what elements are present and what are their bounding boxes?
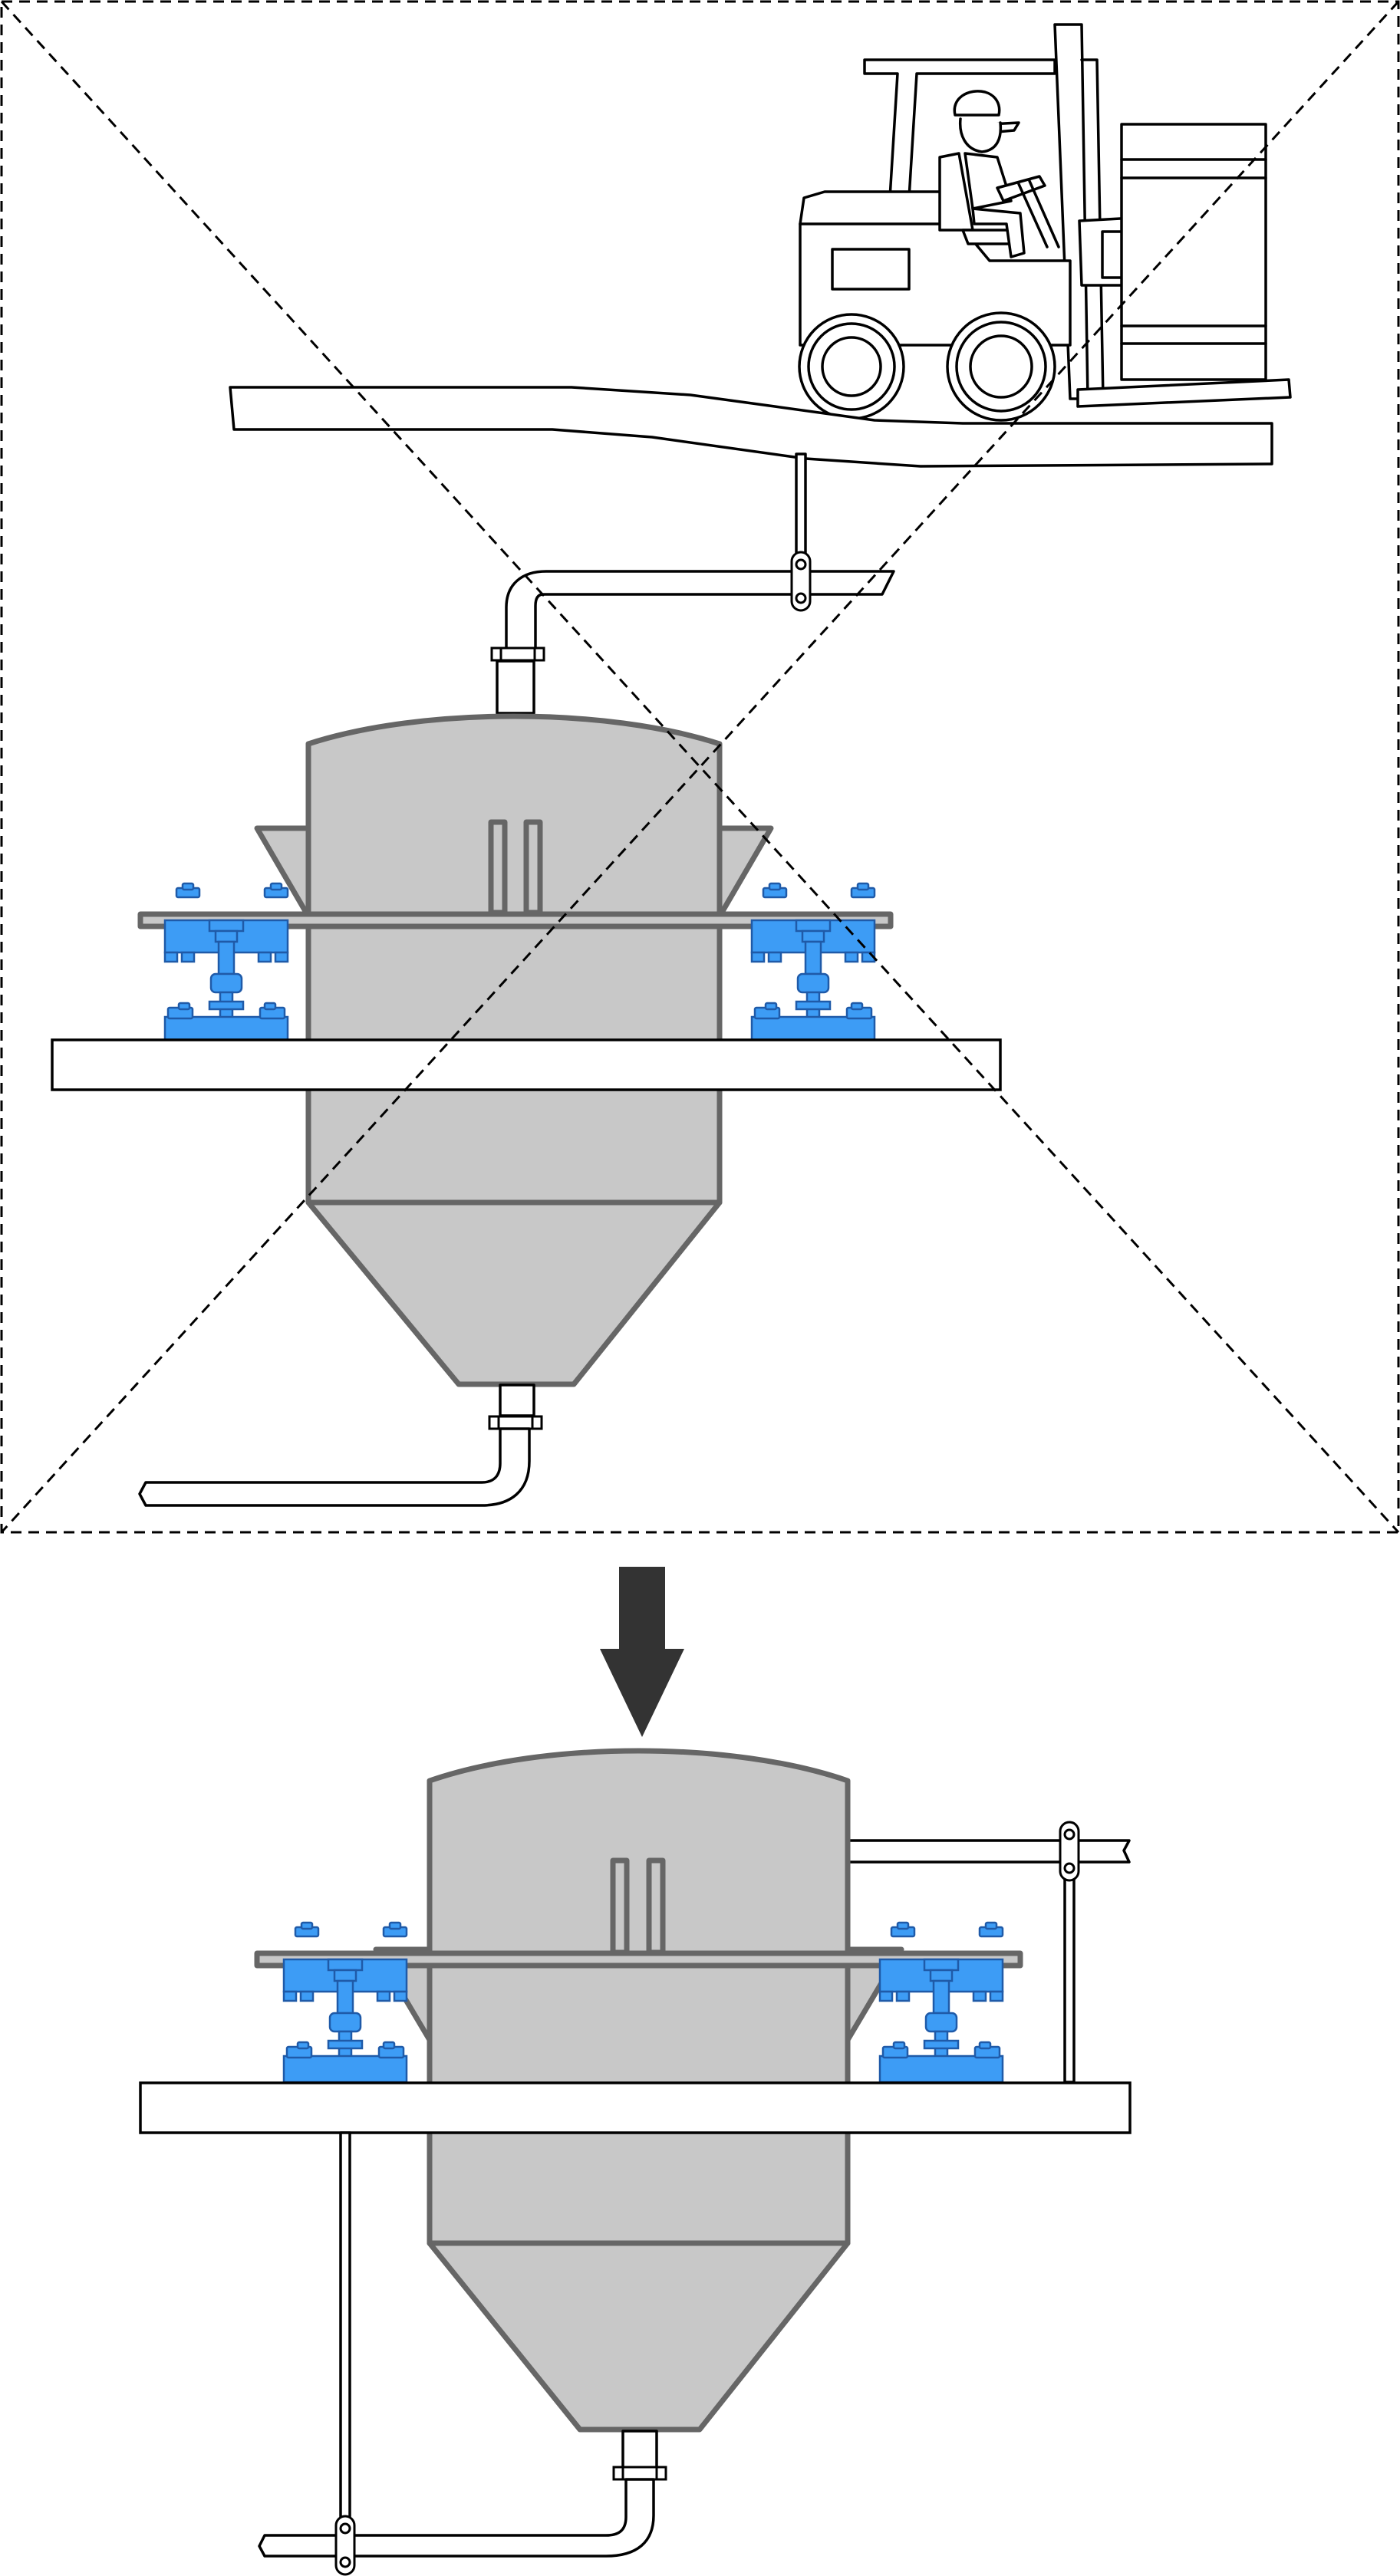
crossed-out-region: [0, 0, 1400, 1534]
mounting-plate-after: [254, 1950, 1023, 1969]
before-panel: [0, 0, 1400, 1534]
load-cell-left-after: [282, 1921, 408, 2084]
forklift: [798, 23, 1292, 422]
outlet-flange: [488, 1415, 543, 1430]
inlet-flange: [490, 646, 545, 662]
load-cell-right-after: [878, 1921, 1004, 2084]
down-arrow-icon: [600, 1567, 684, 1737]
mounting-plate: [137, 911, 894, 929]
outlet-pipe: [138, 1427, 531, 1507]
pipe-hanger-clamp: [790, 551, 812, 612]
inlet-pipe: [505, 570, 895, 661]
load-cell-left: [163, 882, 289, 1045]
support-beam-after: [139, 2081, 1132, 2134]
pipe-hanger-clamp-top: [1059, 1821, 1080, 1882]
outlet-flange-after: [612, 2466, 667, 2481]
support-beam: [51, 1038, 1002, 1091]
pipe-hanger-clamp-bottom: [334, 2515, 356, 2576]
after-panel: [139, 1748, 1132, 2576]
forklift-operator-icon: [953, 90, 1046, 258]
load-cell-right: [750, 882, 876, 1045]
suspended-floor: [229, 386, 1273, 468]
outlet-pipe-after: [258, 2478, 655, 2558]
